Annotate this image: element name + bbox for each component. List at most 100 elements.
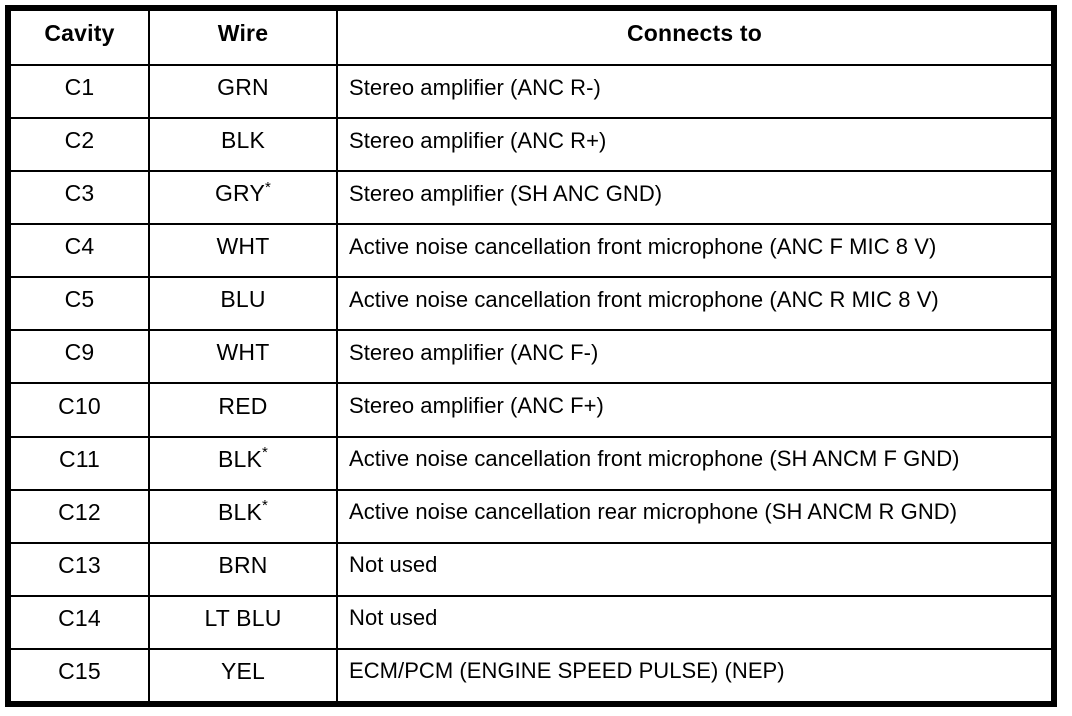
cavity-value: C14 <box>58 604 101 631</box>
cell-wire: BLU <box>148 276 338 332</box>
wire-label-group: WHT <box>217 339 270 366</box>
wire-label-group: GRY* <box>215 180 271 207</box>
connects-to-value: Stereo amplifier (ANC F-) <box>349 339 599 365</box>
cell-wire: LT BLU <box>148 594 338 650</box>
column-header-cavity-label: Cavity <box>44 20 115 46</box>
wire-label-group: BLK* <box>217 497 269 526</box>
cavity-value: C5 <box>64 286 95 313</box>
table-row: C12 BLK* Active noise cancellation rear mi… <box>9 488 1053 544</box>
cell-wire: BLK* <box>148 435 338 491</box>
pinout-table-container: Cavity Wire Connects to C1 GRN Stereo ampl… <box>5 5 1057 707</box>
table-row: C13 BRN Not used <box>9 541 1053 597</box>
cavity-value: C12 <box>58 498 101 525</box>
wire-label-group: RED <box>218 393 267 420</box>
table-row: C4 WHT Active noise cancellation front mic… <box>9 223 1053 279</box>
table-row: C15 YEL ECM/PCM (ENGINE SPEED PULSE) (NEP) <box>9 647 1053 704</box>
cavity-value: C2 <box>64 127 95 154</box>
cell-connects-to: Stereo amplifier (ANC F+) <box>336 382 1053 438</box>
wire-label-group: GRN <box>217 74 269 101</box>
column-header-cavity: Cavity <box>9 9 150 66</box>
wire-footnote-marker: * <box>262 443 269 461</box>
connects-to-value: Stereo amplifier (ANC F+) <box>349 393 604 418</box>
wire-value: RED <box>218 392 268 419</box>
column-header-wire-label: Wire <box>217 20 269 46</box>
cell-connects-to: Active noise cancellation front micropho… <box>336 223 1053 279</box>
cell-cavity: C1 <box>9 63 150 120</box>
cavity-value: C13 <box>58 551 101 578</box>
cavity-value: C11 <box>58 445 101 472</box>
wire-footnote-marker: * <box>264 178 272 196</box>
table-row: C5 BLU Active noise cancellation front mic… <box>9 276 1053 332</box>
cell-wire: RED <box>148 382 338 438</box>
wire-value: BLK <box>217 498 263 525</box>
connects-to-value: ECM/PCM (ENGINE SPEED PULSE) (NEP) <box>349 658 785 684</box>
cell-cavity: C3 <box>9 170 150 226</box>
wire-label-group: BLU <box>220 286 265 313</box>
wire-label-group: BLK <box>221 127 265 154</box>
wire-value: WHT <box>216 339 270 366</box>
cell-cavity: C11 <box>9 435 150 491</box>
cell-connects-to: Stereo amplifier (SH ANC GND) <box>336 170 1053 226</box>
connects-to-value: Stereo amplifier (ANC R+) <box>349 127 607 153</box>
connects-to-value: Active noise cancellation front micropho… <box>349 286 939 312</box>
wire-label-group: LT BLU <box>204 605 281 632</box>
connects-to-value: Active noise cancellation rear microphon… <box>349 499 958 525</box>
wire-value: BLK <box>217 445 263 472</box>
cell-wire: WHT <box>148 223 338 279</box>
wire-label-group: YEL <box>221 658 265 685</box>
wire-value: GRY <box>214 180 265 207</box>
cell-cavity: C4 <box>9 223 150 279</box>
cavity-value: C15 <box>58 657 101 684</box>
cell-wire: YEL <box>148 647 338 704</box>
cell-connects-to: Active noise cancellation front micropho… <box>336 435 1053 491</box>
cell-cavity: C13 <box>9 541 150 597</box>
cell-cavity: C14 <box>9 594 150 650</box>
wire-value: BLK <box>220 127 266 154</box>
cell-connects-to: Stereo amplifier (ANC R+) <box>336 117 1053 173</box>
cell-cavity: C9 <box>9 329 150 385</box>
cavity-value: C9 <box>64 339 95 366</box>
table-header: Cavity Wire Connects to <box>9 9 1053 66</box>
cell-wire: GRY* <box>148 170 338 226</box>
connects-to-value: Not used <box>349 552 438 578</box>
cell-wire: BRN <box>148 541 338 597</box>
table-row: C14 LT BLU Not used <box>9 594 1053 650</box>
cell-connects-to: Stereo amplifier (ANC R-) <box>336 63 1053 120</box>
connects-to-value: Stereo amplifier (ANC R-) <box>349 74 601 100</box>
wire-label-group: BRN <box>218 552 267 579</box>
connects-to-value: Active noise cancellation front micropho… <box>349 233 937 259</box>
cavity-value: C3 <box>64 180 95 207</box>
cavity-value: C1 <box>64 74 95 101</box>
wire-value: BLU <box>220 286 266 313</box>
table-row: C9 WHT Stereo amplifier (ANC F-) <box>9 329 1053 385</box>
table-row: C11 BLK* Active noise cancellation front m… <box>9 435 1053 491</box>
connects-to-value: Stereo amplifier (SH ANC GND) <box>349 180 663 206</box>
cell-connects-to: Active noise cancellation rear microphon… <box>336 488 1053 544</box>
cell-cavity: C5 <box>9 276 150 332</box>
wire-value: YEL <box>220 657 266 684</box>
cell-cavity: C15 <box>9 647 150 704</box>
wire-label-group: WHT <box>217 233 270 260</box>
cell-connects-to: Stereo amplifier (ANC F-) <box>336 329 1053 385</box>
wire-label-group: BLK* <box>217 443 269 473</box>
cell-connects-to: Not used <box>336 541 1053 597</box>
cell-cavity: C10 <box>9 382 150 438</box>
table-row: C3 GRY* Stereo amplifier (SH ANC GND) <box>9 170 1053 226</box>
table-row: C1 GRN Stereo amplifier (ANC R-) <box>9 63 1053 120</box>
table-row: C2 BLK Stereo amplifier (ANC R+) <box>9 117 1053 173</box>
connects-to-value: Not used <box>349 605 438 631</box>
cavity-value: C10 <box>58 392 101 419</box>
cell-wire: BLK <box>148 117 338 173</box>
wire-value: LT BLU <box>204 604 282 631</box>
wire-footnote-marker: * <box>262 497 269 514</box>
table-header-row: Cavity Wire Connects to <box>9 9 1053 66</box>
cell-connects-to: ECM/PCM (ENGINE SPEED PULSE) (NEP) <box>336 647 1053 704</box>
wire-value: BRN <box>218 551 268 578</box>
cell-wire: WHT <box>148 329 338 385</box>
pinout-table: Cavity Wire Connects to C1 GRN Stereo ampl… <box>9 9 1053 704</box>
wire-value: GRN <box>217 74 269 101</box>
cell-connects-to: Not used <box>336 594 1053 650</box>
cell-connects-to: Active noise cancellation front micropho… <box>336 276 1053 332</box>
